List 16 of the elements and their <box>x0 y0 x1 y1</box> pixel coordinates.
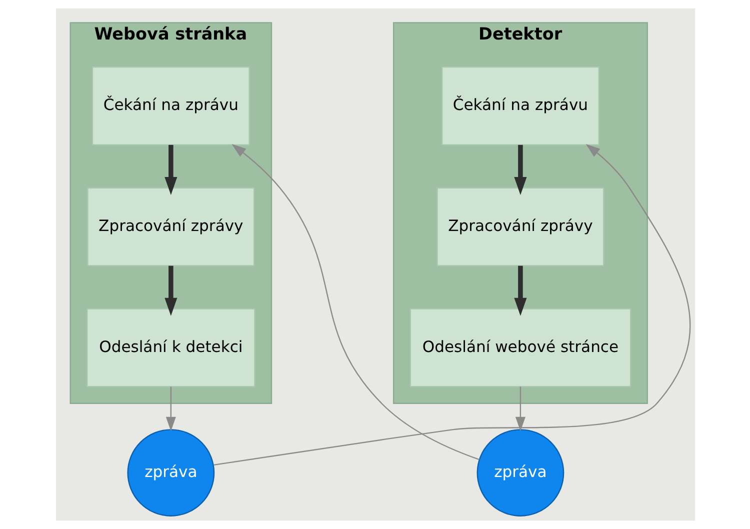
node-circle: zpráva <box>476 429 564 516</box>
arrow <box>231 144 479 460</box>
arrow <box>164 266 177 316</box>
node-box: Čekání na zprávu <box>440 66 599 146</box>
arrow <box>514 386 525 432</box>
node-box: Zpracování zprávy <box>86 187 254 266</box>
node-box: Odeslání webové stránce <box>409 308 631 388</box>
arrow <box>164 144 177 195</box>
arrow <box>165 386 176 432</box>
arrow <box>213 144 690 466</box>
node-circle: zpráva <box>126 429 214 516</box>
arrow <box>514 266 526 316</box>
node-box: Zpracování zprávy <box>436 187 604 266</box>
node-box: Čekání na zprávu <box>91 66 250 146</box>
node-box: Odeslání k detekci <box>86 308 255 388</box>
arrow <box>514 144 526 195</box>
